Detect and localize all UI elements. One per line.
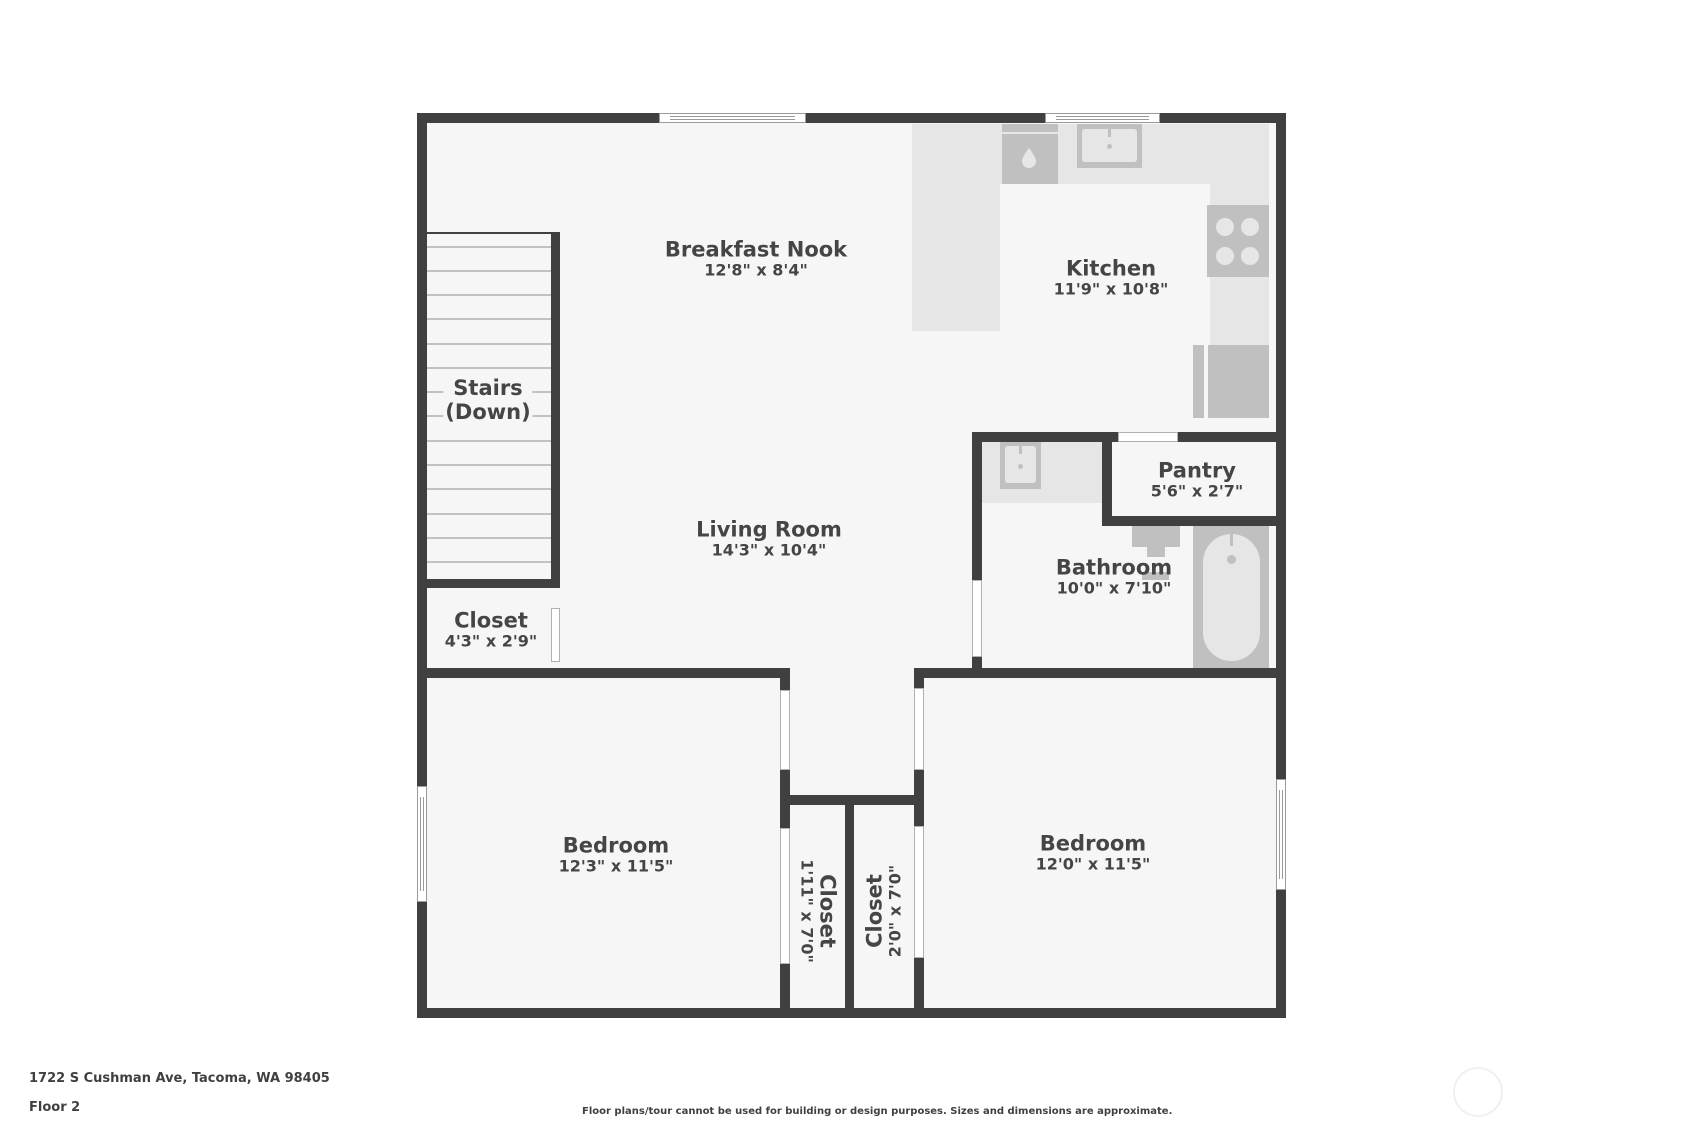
watermark-logo-icon <box>1453 1067 1503 1117</box>
hall-closet-left-door <box>780 828 790 964</box>
room-label-closet-hall-left: Closet 1'11" x 7'0" <box>797 859 840 963</box>
room-label-bathroom: Bathroom 10'0" x 7'10" <box>1055 555 1173 598</box>
room-label-pantry: Pantry 5'6" x 2'7" <box>1150 458 1244 501</box>
dishwasher-icon <box>1002 124 1058 184</box>
kitchen-sink-icon <box>1077 124 1142 168</box>
window-top-kitchen <box>1045 113 1160 123</box>
window-left-bedroom <box>417 786 427 902</box>
room-label-closet-stairs: Closet 4'3" x 2'9" <box>444 608 538 651</box>
bedroom-right-door <box>914 688 924 770</box>
disclaimer-text: Floor plans/tour cannot be used for buil… <box>582 1106 1173 1117</box>
room-label-stairs: Stairs (Down) <box>443 375 533 425</box>
bedroom-left-door <box>780 690 790 770</box>
room-label-closet-hall-right: Closet 2'0" x 7'0" <box>862 864 905 958</box>
room-label-breakfast-nook: Breakfast Nook 12'8" x 8'4" <box>664 237 848 280</box>
room-label-bedroom-right: Bedroom 12'0" x 11'5" <box>1035 831 1151 874</box>
closet-door <box>551 608 560 662</box>
kitchen-island <box>912 124 1000 331</box>
stove-icon <box>1207 205 1269 277</box>
hall-closet-right-door <box>914 826 924 958</box>
bathroom-door <box>972 580 982 657</box>
bathtub-icon <box>1193 526 1269 668</box>
floor-label: Floor 2 <box>29 1100 81 1115</box>
address-label: 1722 S Cushman Ave, Tacoma, WA 98405 <box>29 1071 330 1086</box>
room-label-living-room: Living Room 14'3" x 10'4" <box>696 517 842 560</box>
pantry-door <box>1118 432 1178 442</box>
room-label-kitchen: Kitchen 11'9" x 10'8" <box>1053 256 1169 299</box>
room-label-bedroom-left: Bedroom 12'3" x 11'5" <box>558 833 674 876</box>
bathroom-sink-icon <box>1000 442 1041 489</box>
window-right-bedroom <box>1276 779 1286 890</box>
window-top-left <box>659 113 806 123</box>
